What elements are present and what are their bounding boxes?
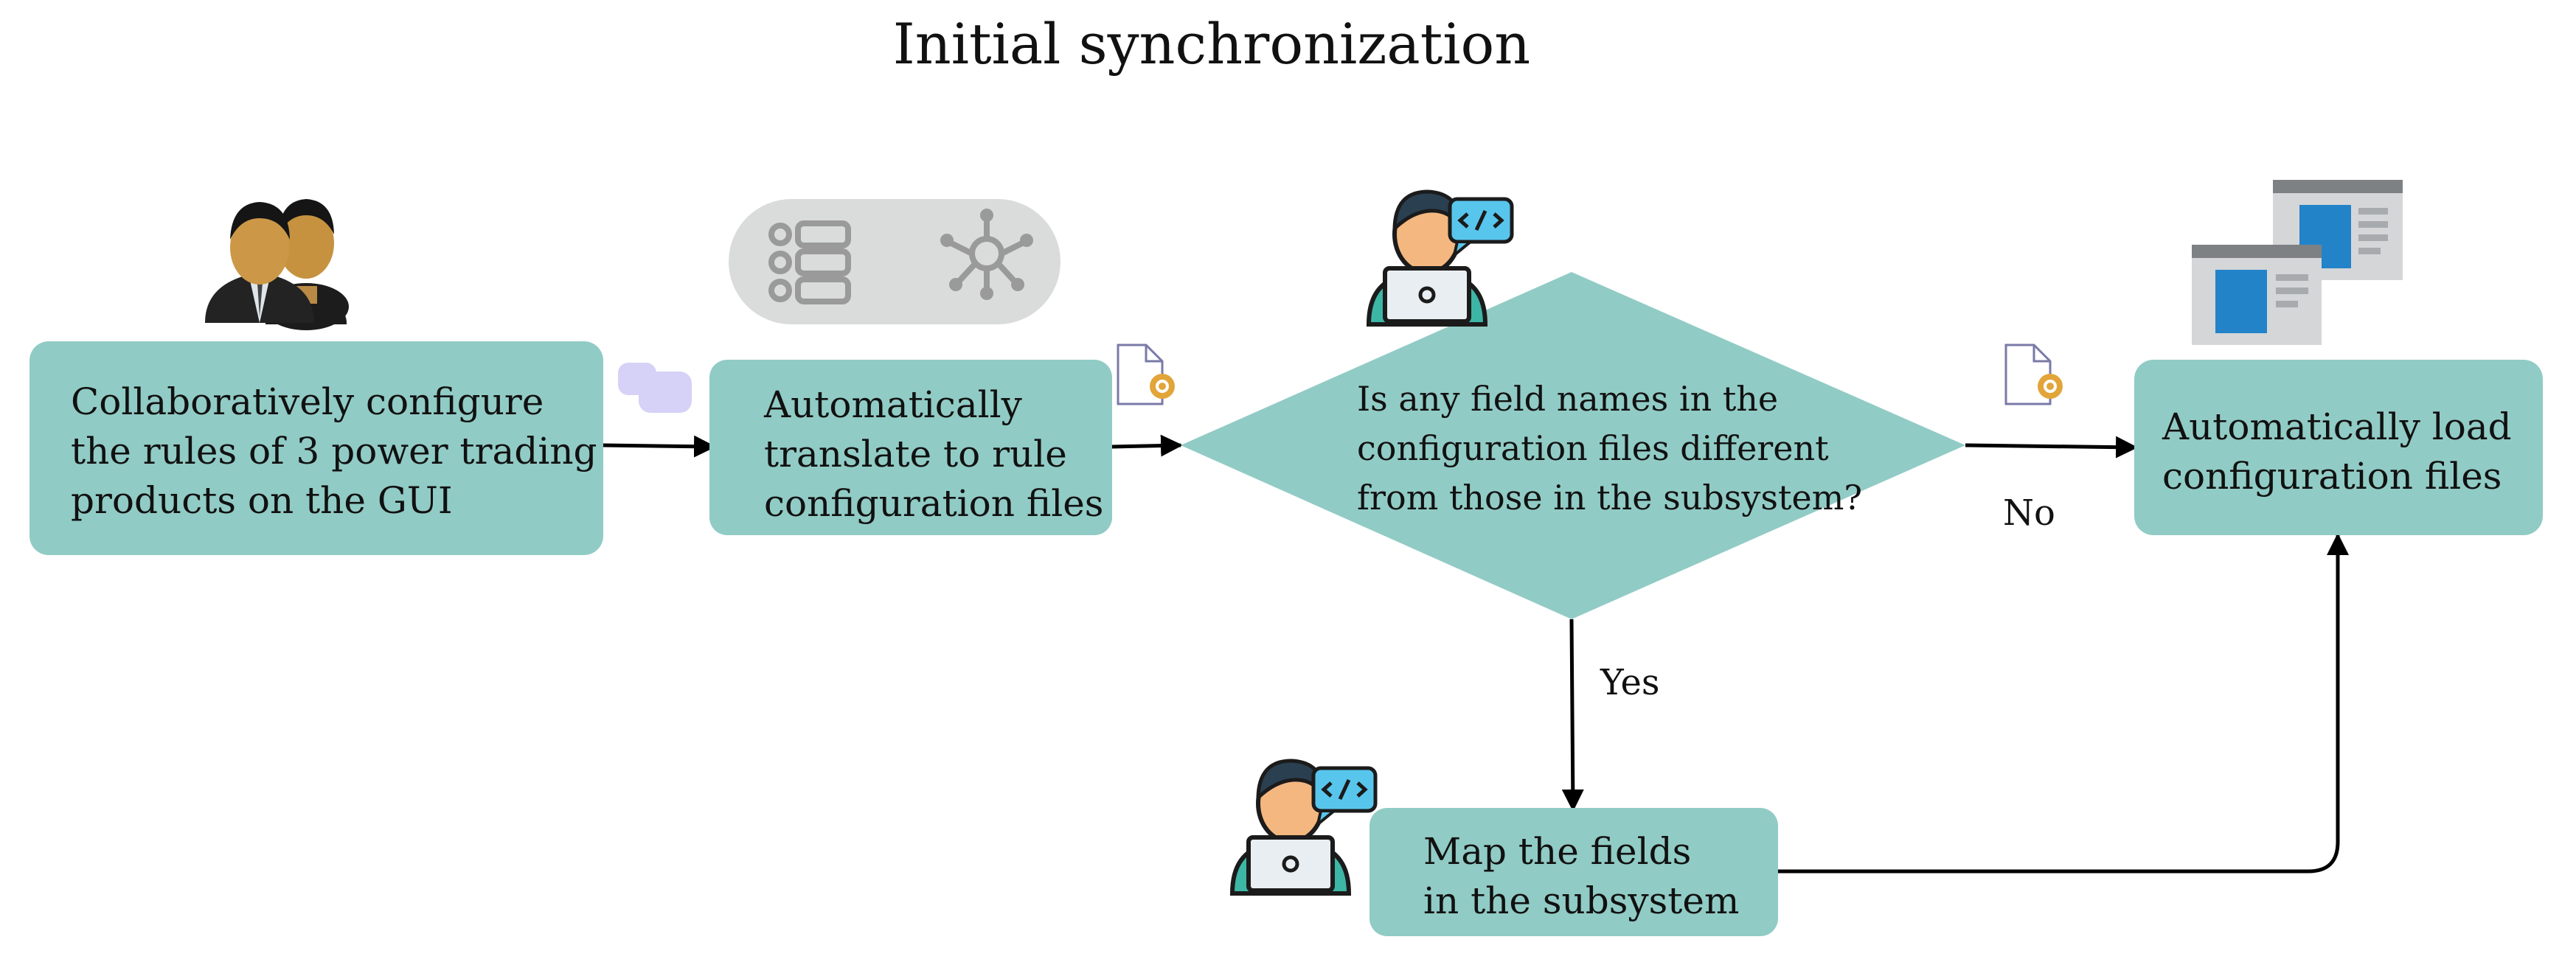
node-decision-text: Is any field names in the configuration … (1357, 379, 1862, 517)
node-translate-box (709, 360, 1112, 535)
chat-bubble-icon (618, 363, 692, 413)
developer-laptop-icon (1366, 189, 1514, 327)
edge-label-yes: Yes (1600, 662, 1660, 703)
browser-windows-icon (2192, 180, 2403, 345)
node-map-box (1369, 808, 1778, 936)
arrow-decision-to-load (1965, 436, 2138, 459)
node-configure-line-3: products on the GUI (71, 479, 453, 522)
node-decision-line-2: configuration files different (1357, 428, 1829, 468)
node-load-line-1: Automatically load (2162, 405, 2512, 448)
node-map: Map the fields in the subsystem (1369, 808, 1778, 936)
node-load-line-2: configuration files (2162, 455, 2502, 498)
arrow-map-to-load (1778, 533, 2349, 874)
diagram-title: Initial synchronization (893, 11, 1531, 77)
node-translate-line-3: configuration files (764, 482, 1103, 525)
node-configure-text: Collaboratively configure the rules of 3… (71, 380, 608, 522)
node-translate-line-1: Automatically (763, 383, 1023, 426)
developer-laptop-icon (1229, 759, 1378, 896)
node-decision: Is any field names in the configuration … (1181, 272, 1965, 619)
node-load-text: Automatically load configuration files (2162, 405, 2524, 498)
rules-list-network-icon (729, 199, 1060, 324)
arrow-decision-to-map (1561, 618, 1584, 812)
node-map-line-2: in the subsystem (1423, 879, 1739, 922)
node-translate-line-2: translate to rule (764, 433, 1067, 475)
edge-label-no: No (2003, 492, 2055, 534)
node-decision-diamond (1181, 272, 1965, 619)
node-decision-line-1: Is any field names in the (1357, 379, 1778, 419)
node-map-line-1: Map the fields (1423, 830, 1691, 873)
node-configure-line-2: the rules of 3 power trading (71, 430, 597, 473)
node-load: Automatically load configuration files (2134, 360, 2543, 535)
node-configure-line-1: Collaboratively configure (71, 380, 544, 423)
two-businessmen-icon (205, 199, 349, 330)
arrow-configure-to-translate (603, 435, 716, 458)
connectors (603, 434, 2349, 874)
node-translate-text: Automatically translate to rule configur… (763, 383, 1103, 525)
document-gear-icon (2004, 344, 2063, 405)
node-load-box (2134, 360, 2543, 535)
node-map-text: Map the fields in the subsystem (1423, 830, 1739, 922)
node-configure: Collaboratively configure the rules of 3… (29, 341, 608, 555)
node-configure-box (29, 341, 603, 555)
node-decision-line-3: from those in the subsystem? (1357, 478, 1862, 517)
document-gear-icon (1117, 344, 1175, 405)
node-translate: Automatically translate to rule configur… (709, 360, 1112, 535)
arrow-translate-to-decision (1111, 434, 1183, 457)
